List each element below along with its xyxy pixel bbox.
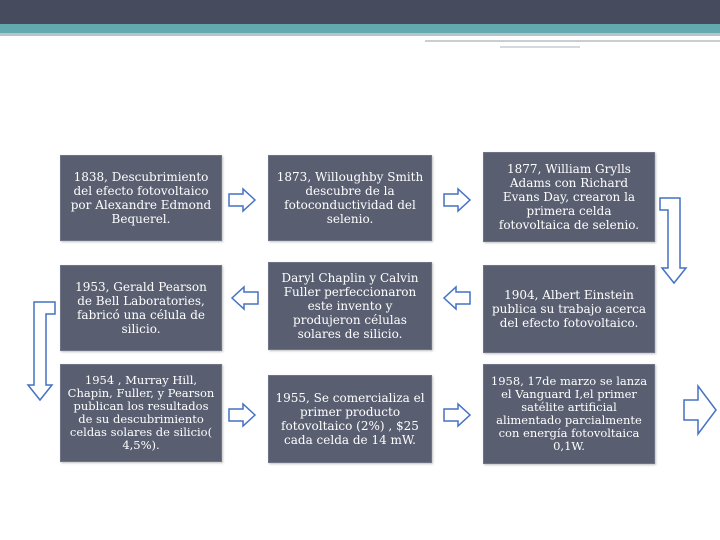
arrow-exit-large — [683, 383, 717, 437]
node-1877-text: 1877, William Grylls Adams con Richard E… — [498, 162, 640, 232]
header-rule — [425, 40, 720, 42]
node-chaplin-fuller: Daryl Chaplin y Calvin Fuller perfeccion… — [268, 262, 432, 350]
arrow-right-1 — [228, 187, 257, 213]
header-shade-bar — [0, 33, 720, 36]
arrow-right-3 — [228, 402, 257, 428]
header-accent-bar — [0, 24, 720, 33]
node-1904-text: 1904, Albert Einstein publica su trabajo… — [491, 288, 647, 330]
node-1838-text: 1838, Descubrimiento del efecto fotovolt… — [70, 170, 212, 226]
node-1873-text: 1873, Willoughby Smith descubre de la fo… — [276, 170, 424, 226]
arrow-uturn-left — [26, 301, 56, 402]
node-1873: 1873, Willoughby Smith descubre de la fo… — [268, 155, 432, 241]
node-1958-text: 1958, 17de marzo se lanza el Vanguard I,… — [490, 374, 648, 453]
node-1955: 1955, Se comercializa el primer producto… — [268, 375, 432, 463]
node-1955-text: 1955, Se comercializa el primer producto… — [275, 391, 425, 447]
node-1904: 1904, Albert Einstein publica su trabajo… — [483, 265, 655, 353]
header-bar — [0, 0, 720, 24]
node-1838: 1838, Descubrimiento del efecto fotovolt… — [60, 155, 222, 241]
arrow-right-2 — [443, 187, 472, 213]
node-1953: 1953, Gerald Pearson de Bell Laboratorie… — [60, 265, 222, 351]
node-1954: 1954 , Murray Hill, Chapin, Fuller, y Pe… — [60, 364, 222, 462]
arrow-uturn-right — [659, 197, 688, 285]
arrow-right-4 — [443, 402, 472, 428]
arrow-left-1 — [442, 285, 471, 311]
node-1953-text: 1953, Gerald Pearson de Bell Laboratorie… — [75, 280, 207, 336]
node-chaplin-fuller-text: Daryl Chaplin y Calvin Fuller perfeccion… — [281, 271, 419, 341]
node-1877: 1877, William Grylls Adams con Richard E… — [483, 152, 655, 242]
node-1954-text: 1954 , Murray Hill, Chapin, Fuller, y Pe… — [67, 373, 215, 452]
arrow-left-2 — [230, 285, 259, 311]
header-rule-short — [500, 46, 580, 48]
node-1958: 1958, 17de marzo se lanza el Vanguard I,… — [483, 364, 655, 464]
